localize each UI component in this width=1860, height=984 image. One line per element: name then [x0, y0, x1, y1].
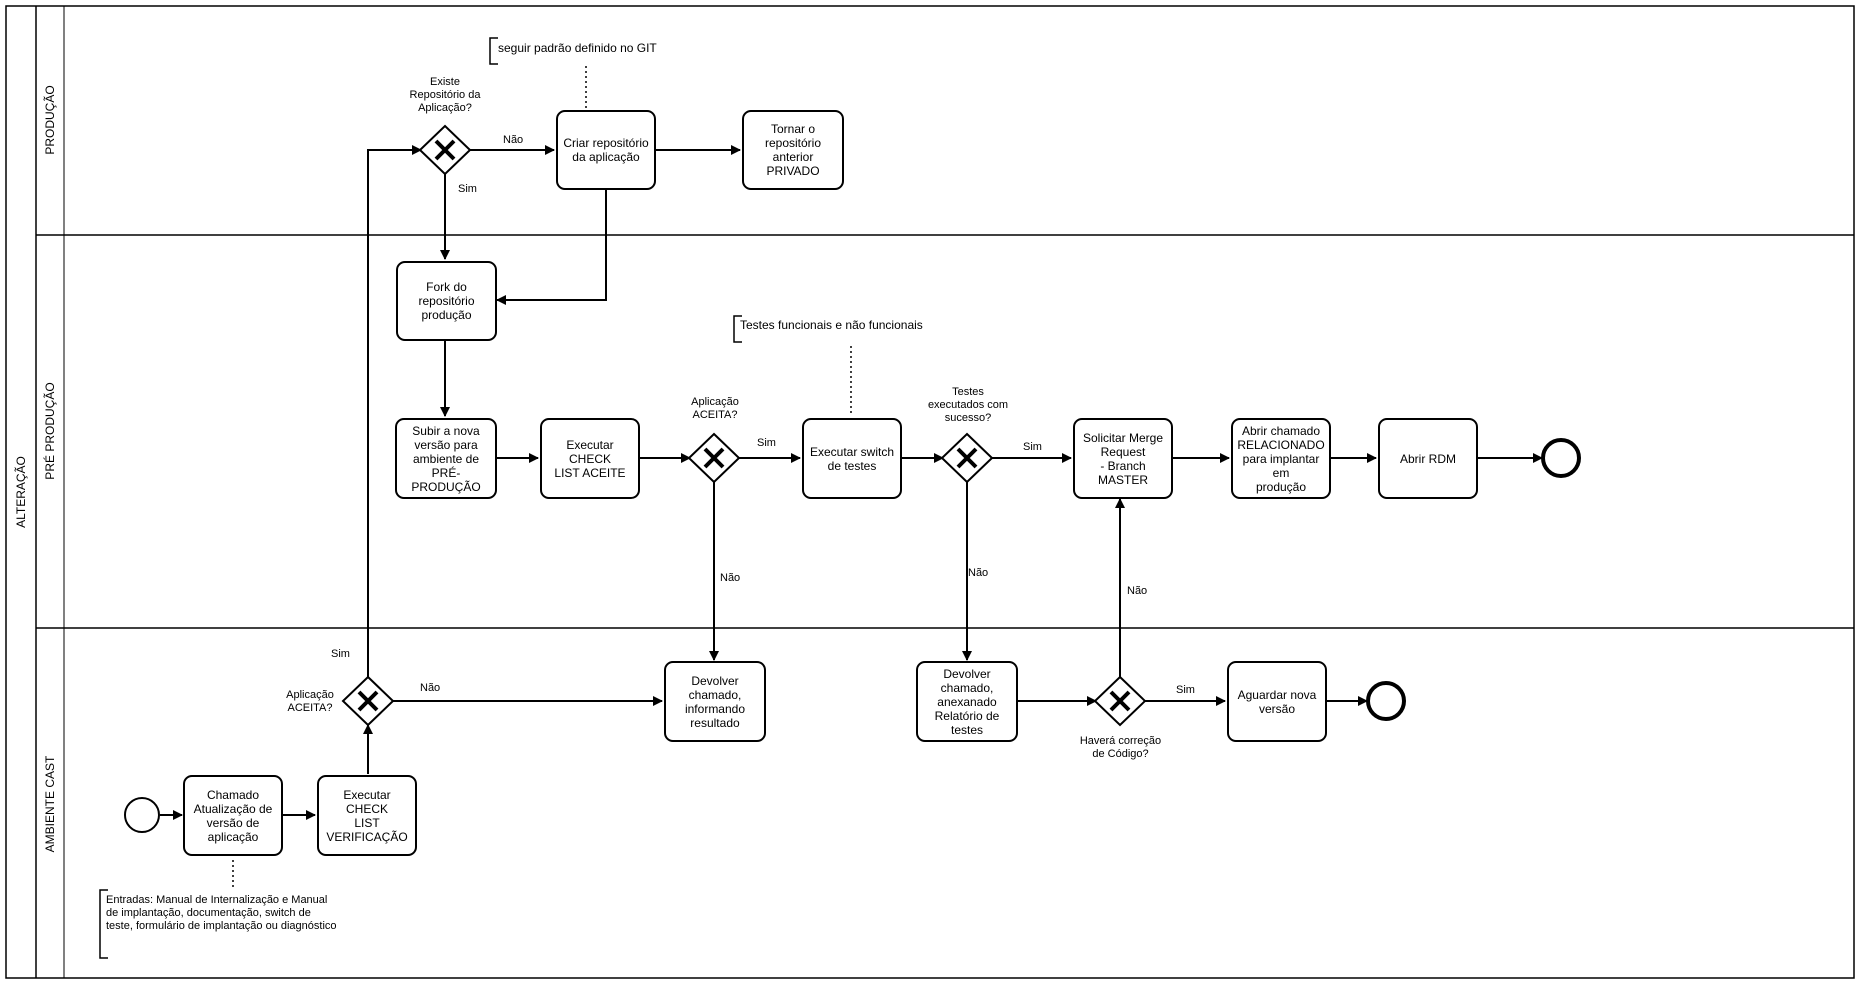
flow-label-nao-merge: Não: [1127, 585, 1148, 597]
gateway-label-existe-repo: Existe Repositório da Aplicação?: [409, 76, 481, 114]
gateway-existe-repo: [418, 124, 472, 176]
end-event-aguardar: [1366, 681, 1406, 721]
flow-label-sim-switch: Sim: [757, 437, 776, 449]
gateway-testes-ok: [940, 432, 994, 484]
lane-label-pre-producao: PRÉ PRODUÇÃO: [43, 382, 57, 480]
task-abrir-rdm[interactable]: Abrir RDM: [1378, 418, 1478, 499]
annotation-entradas: Entradas: Manual de Internalização e Man…: [106, 894, 337, 932]
lane-label-producao: PRODUÇÃO: [43, 85, 57, 155]
task-tornar-privado[interactable]: Tornar o repositório anterior PRIVADO: [742, 110, 844, 190]
flow-label-sim-aguardar: Sim: [1176, 684, 1195, 696]
annotation-testes: Testes funcionais e não funcionais: [740, 318, 923, 332]
task-abrir-chamado[interactable]: Abrir chamado RELACIONADO para implantar…: [1231, 418, 1331, 499]
task-devolver-resultado[interactable]: Devolver chamado, informando resultado: [664, 661, 766, 742]
flow-label-nao-devolver-relatorio: Não: [968, 567, 989, 579]
gateway-aceita-pre: [687, 432, 741, 484]
flow-label-sim-existe: Sim: [331, 648, 350, 660]
flow-label-nao-cast: Não: [420, 682, 441, 694]
task-fork-repositorio[interactable]: Fork do repositório produção: [396, 261, 497, 341]
annotation-git: seguir padrão definido no GIT: [498, 41, 657, 55]
task-chamado-atualizacao[interactable]: Chamado Atualização de versão de aplicaç…: [183, 775, 283, 856]
task-criar-repositorio[interactable]: Criar repositório da aplicação: [556, 110, 656, 190]
task-subir-versao[interactable]: Subir a nova versão para ambiente de PRÉ…: [395, 418, 497, 499]
gateway-aceita-cast: [341, 675, 395, 727]
annotation-bracket-entradas: [99, 889, 108, 959]
gateway-correcao: [1093, 675, 1147, 727]
annotation-bracket-git: [489, 37, 498, 65]
start-event: [124, 797, 160, 833]
flow-label-sim-merge: Sim: [1023, 441, 1042, 453]
gateway-label-correcao: Haverá correção de Código?: [1079, 735, 1162, 760]
task-merge-request[interactable]: Solicitar Merge Request - Branch MASTER: [1073, 418, 1173, 499]
gateway-label-testes-ok: Testes executados com sucesso?: [927, 386, 1009, 424]
gateway-label-aceita-cast: Aplicação ACEITA?: [286, 689, 334, 714]
flow-gateway-cast-sim: [367, 145, 422, 677]
flow-label-nao-criar: Não: [503, 134, 524, 146]
task-devolver-relatorio[interactable]: Devolver chamado, anexanado Relatório de…: [916, 661, 1018, 742]
lane-label-ambiente-cast: AMBIENTE CAST: [43, 755, 57, 853]
flow-label-nao-devolver-resultado: Não: [720, 572, 741, 584]
task-aguardar-versao[interactable]: Aguardar nova versão: [1227, 661, 1327, 742]
task-checklist-verificacao[interactable]: Executar CHECK LIST VERIFICAÇÃO: [317, 775, 417, 856]
task-checklist-aceite[interactable]: Executar CHECK LIST ACEITE: [540, 418, 640, 499]
pool-label: ALTERAÇÃO: [14, 456, 28, 528]
annotation-bracket-testes: [733, 315, 742, 343]
gateway-label-aceita-pre: Aplicação ACEITA?: [691, 396, 739, 421]
end-event-rdm: [1541, 438, 1581, 478]
flow-label-sim-fork: Sim: [458, 183, 477, 195]
flow-criar-to-fork: [496, 190, 607, 305]
task-switch-testes[interactable]: Executar switch de testes: [802, 418, 902, 499]
pool-border: [5, 5, 1855, 979]
